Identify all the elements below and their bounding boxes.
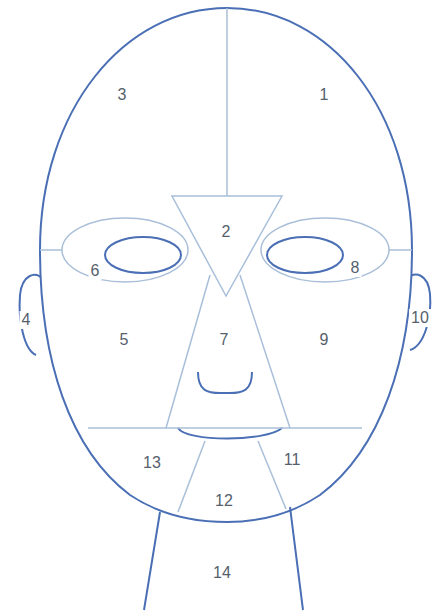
callout-number: 10 [409, 309, 431, 327]
callout-number: 4 [20, 311, 33, 329]
nose-left-line [166, 275, 210, 428]
glabella-triangle [172, 196, 282, 296]
head-outline [40, 8, 412, 522]
nose-right-line [240, 275, 290, 428]
callout-number: 14 [211, 564, 233, 582]
mouth [178, 428, 282, 439]
callout-number: 5 [118, 331, 131, 349]
forehead-divider [226, 8, 228, 196]
left-temple-line [40, 249, 62, 251]
nose [198, 372, 252, 393]
neck-lines [144, 507, 303, 610]
chin-left-line [178, 441, 205, 512]
callout-number: 12 [213, 492, 235, 510]
callout-number: 1 [318, 86, 331, 104]
right-temple-line [389, 249, 412, 251]
right-eye-zone [261, 218, 389, 282]
callout-number: 6 [89, 262, 102, 280]
callout-number: 8 [349, 259, 362, 277]
mouth-line [88, 427, 362, 429]
left-eye [105, 237, 181, 273]
callout-number: 11 [282, 451, 303, 469]
left-eye-zone [62, 218, 188, 282]
callout-number: 13 [141, 454, 163, 472]
callout-number: 9 [318, 331, 331, 349]
callout-number: 2 [220, 223, 233, 241]
callout-number: 7 [218, 331, 231, 349]
callout-number: 3 [116, 86, 129, 104]
right-eye [267, 237, 343, 273]
